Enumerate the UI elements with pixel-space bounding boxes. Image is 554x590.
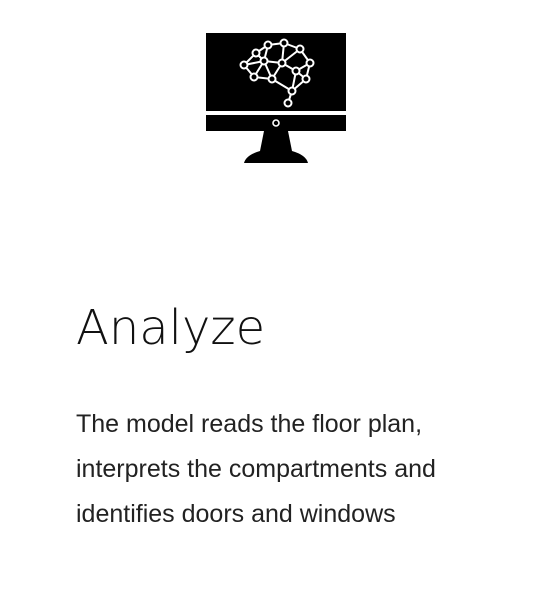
card-description: The model reads the floor plan, interpre… [76, 402, 536, 537]
description-line: interprets the compartments and [76, 455, 436, 483]
description-line: identifies doors and windows [76, 500, 396, 528]
card-title: Analyze [76, 300, 266, 356]
description-line: The model reads the floor plan, [76, 410, 423, 438]
monitor-neural-network-icon [206, 33, 346, 165]
